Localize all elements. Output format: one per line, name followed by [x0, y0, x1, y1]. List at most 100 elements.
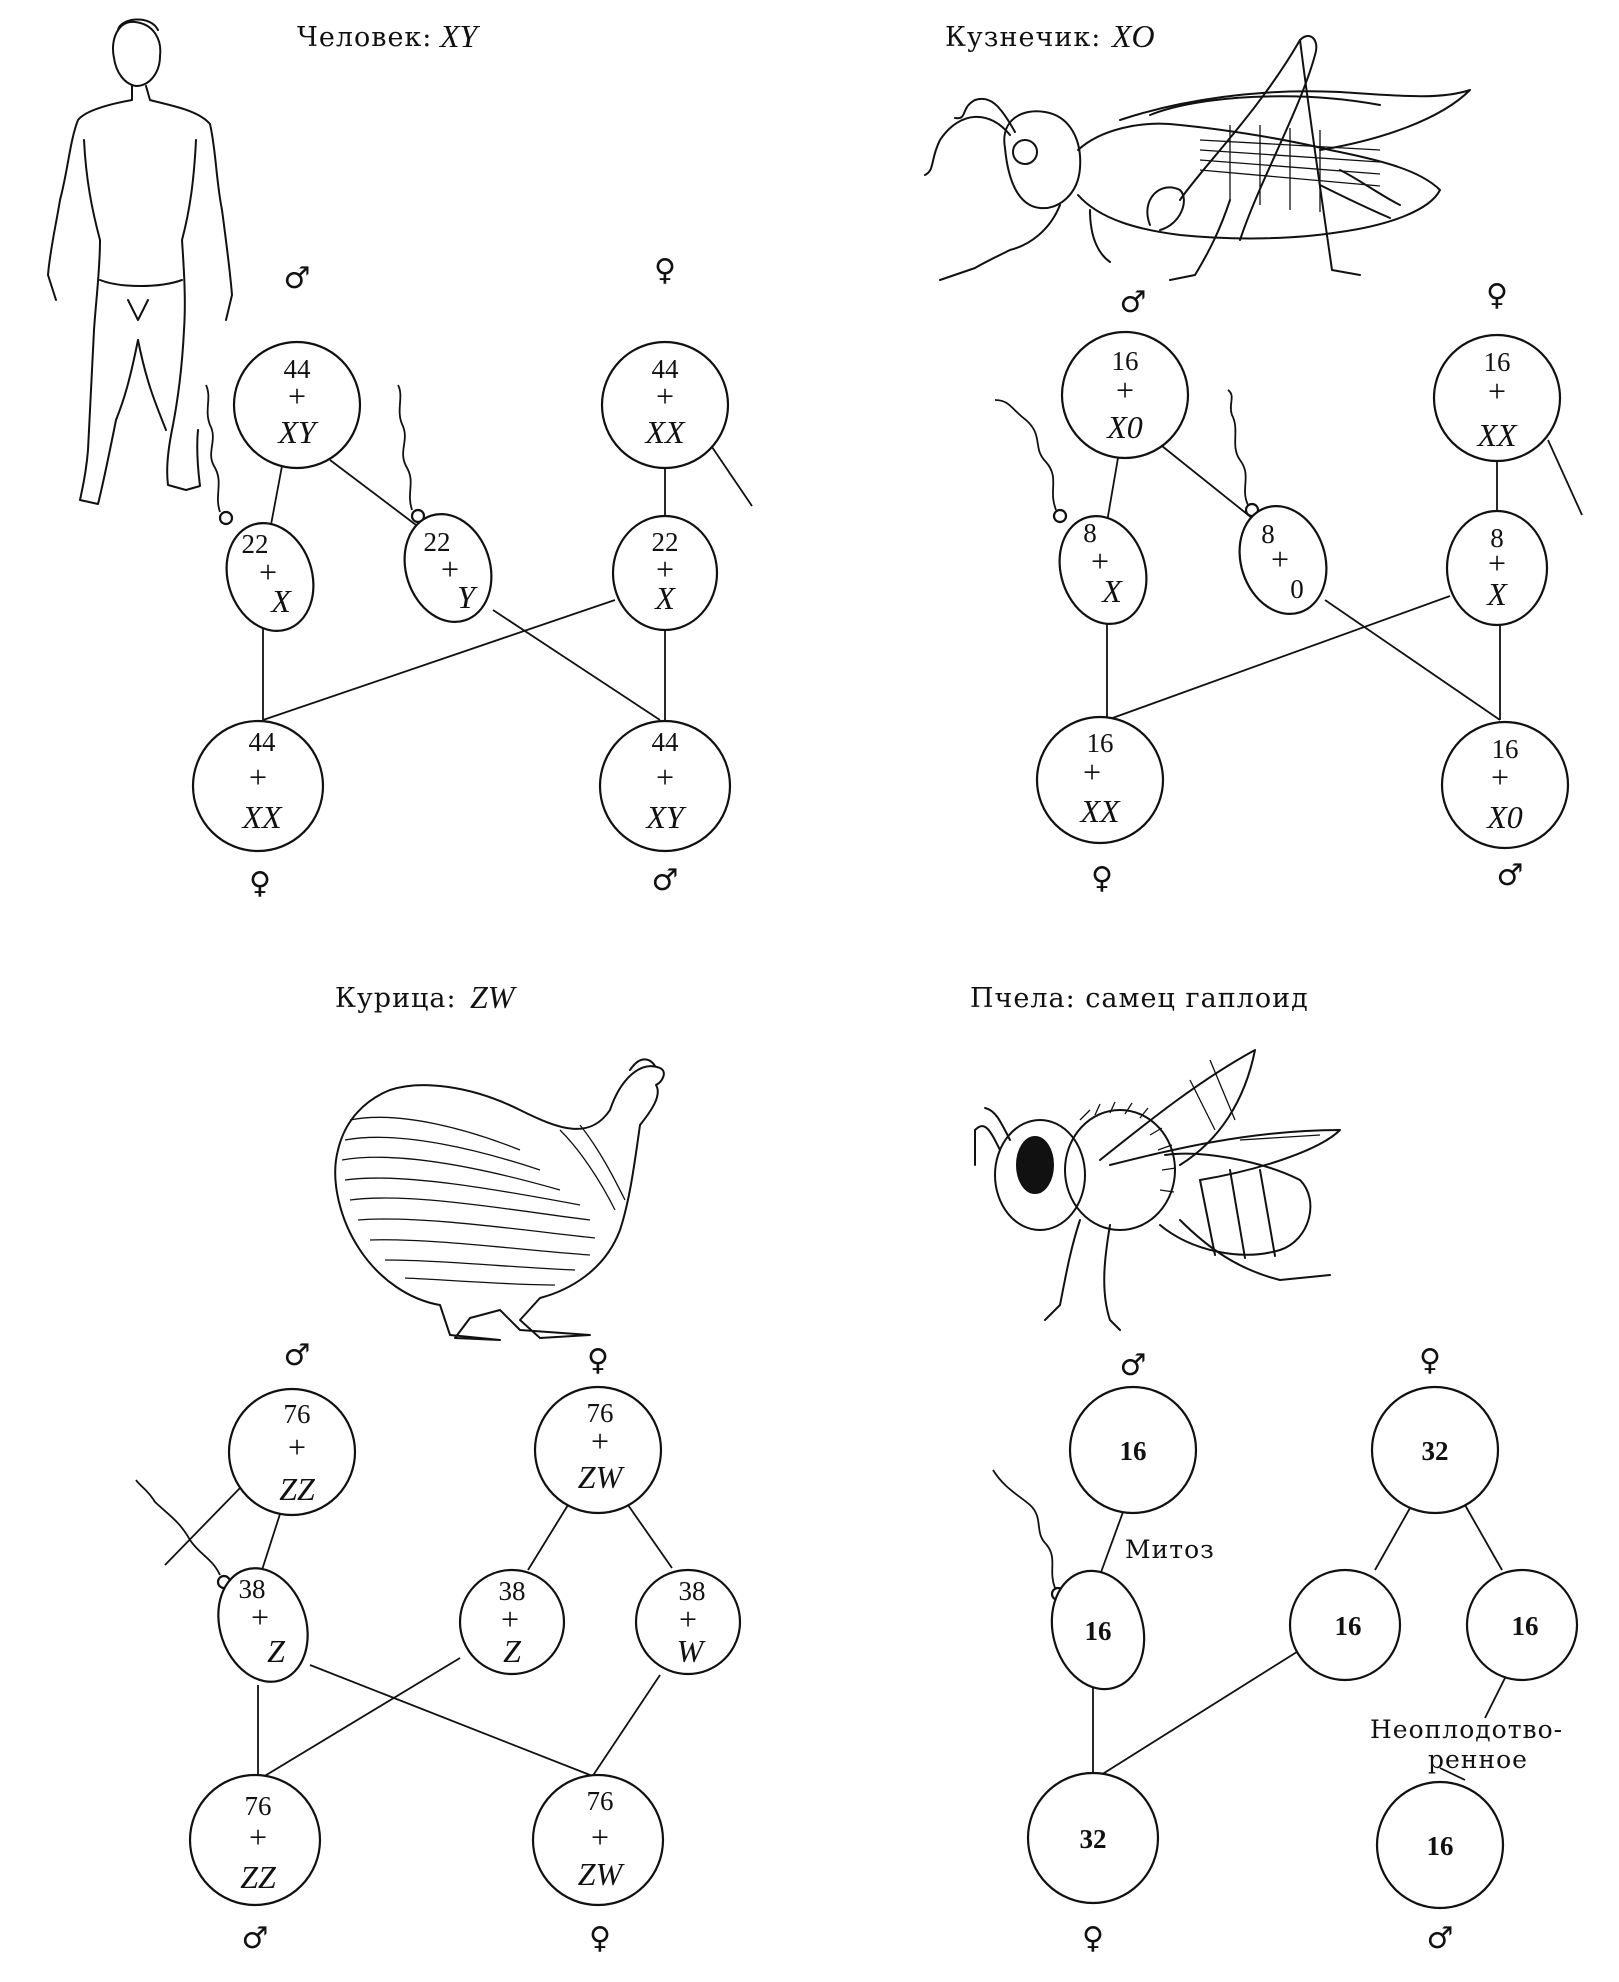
- human-female-parent-plus: +: [656, 378, 674, 414]
- grasshopper-gamete-num: 8: [1490, 523, 1504, 553]
- grasshopper-female-parent-plus: +: [1488, 373, 1506, 409]
- human-offspring-num: 44: [249, 727, 277, 757]
- bee-sperm-tail: [992, 1469, 1056, 1589]
- bee-offspring-num: 16: [1427, 1831, 1454, 1861]
- chicken-title: Курица:: [335, 983, 457, 1014]
- human-gamete-chr: Y: [457, 579, 478, 615]
- human-sperm-tail: [205, 384, 221, 513]
- grasshopper-offspring-plus: +: [1083, 754, 1101, 790]
- chicken-offspring-num: 76: [587, 1786, 614, 1816]
- human-male-parent-num: 44: [284, 354, 312, 384]
- bee-male-parent-num: 16: [1120, 1436, 1147, 1466]
- chicken-offspring-female-cell: [531, 1773, 665, 1907]
- bee-line: [1484, 1677, 1506, 1719]
- grasshopper-wing-hatching: [1199, 125, 1381, 212]
- grasshopper-female-parent-num: 16: [1484, 347, 1511, 377]
- chicken-title-symbol: ZW: [470, 979, 518, 1015]
- chicken-line: [164, 1487, 241, 1566]
- human-sperm-head: [218, 510, 234, 526]
- grasshopper-illustration: [924, 35, 1471, 281]
- grasshopper-gamete-plus: +: [1488, 545, 1506, 581]
- bee-offspring-num: 32: [1080, 1824, 1107, 1854]
- grasshopper-gamete-sperm-0: [1238, 505, 1328, 615]
- bee-egg-cell-unfertilized: [1465, 1568, 1579, 1682]
- chicken-female-parent-cell: [533, 1385, 663, 1515]
- chicken-offspring-chr: ZW: [578, 1856, 626, 1892]
- grasshopper-gamete-chr: X: [1485, 576, 1508, 612]
- chicken-offspring-plus: +: [591, 1819, 609, 1855]
- chicken-line: [527, 1504, 569, 1571]
- chicken-line: [589, 1674, 661, 1781]
- human-line: [262, 599, 616, 721]
- grasshopper-offspring-male-sign: ♂: [1497, 858, 1524, 893]
- bee-line: [1099, 1511, 1124, 1576]
- human-offspring-chr: XX: [240, 799, 283, 835]
- grasshopper-female-parent-chr: XX: [1475, 417, 1518, 453]
- human-gamete-sperm-y: [403, 513, 493, 623]
- bee-illustration: [974, 1049, 1341, 1331]
- human-title-symbol: XY: [438, 18, 481, 54]
- grasshopper-gamete-chr: 0: [1290, 574, 1304, 604]
- bee-offspring-male-sign: ♂: [1427, 1921, 1454, 1956]
- human-gamete-plus: +: [441, 551, 459, 587]
- human-offspring-female-sign: ♀: [249, 866, 271, 901]
- bee-female-parent-num: 32: [1422, 1436, 1449, 1466]
- chicken-offspring-num: 76: [245, 1791, 272, 1821]
- panel-bee: Пчела: самец гаплоид ♂ ♀ 16 32 Мито: [970, 983, 1579, 1956]
- chicken-gamete-sperm-z: [217, 1567, 309, 1683]
- human-gamete-num: 22: [424, 527, 451, 557]
- chicken-male-parent-chr: ZZ: [279, 1471, 316, 1507]
- grasshopper-gamete-num: 8: [1083, 518, 1097, 548]
- bee-title: Пчела: самец гаплоид: [970, 983, 1309, 1014]
- bee-line: [1464, 1504, 1503, 1571]
- human-male-parent-plus: +: [288, 378, 306, 414]
- chicken-gamete-num: 38: [239, 1574, 266, 1604]
- human-male-sign: ♂: [284, 261, 311, 296]
- grasshopper-gamete-chr: X: [1100, 573, 1123, 609]
- chicken-gamete-plus: +: [501, 1601, 519, 1637]
- human-line: [269, 465, 283, 531]
- panel-grasshopper: Кузнечик: XO ♂ ♀ 16 + X0: [924, 18, 1583, 896]
- bee-line: [1439, 1767, 1466, 1781]
- grasshopper-offspring-num: 16: [1087, 728, 1114, 758]
- chicken-line: [309, 1664, 591, 1776]
- chicken-line: [627, 1504, 673, 1569]
- bee-egg-cell-fertilized: [1288, 1568, 1402, 1682]
- chicken-male-parent-num: 76: [284, 1399, 311, 1429]
- human-gamete-num: 22: [652, 527, 679, 557]
- human-illustration: [47, 18, 233, 505]
- human-title: Человек:: [297, 22, 432, 53]
- human-sperm-tail: [397, 384, 413, 511]
- chicken-female-sign: ♀: [587, 1343, 609, 1378]
- grasshopper-offspring-num: 16: [1492, 734, 1519, 764]
- grasshopper-offspring-chr: XX: [1078, 793, 1121, 829]
- grasshopper-line: [1324, 599, 1501, 721]
- human-male-parent-cell: [232, 340, 362, 470]
- chicken-gamete-egg-z: [458, 1568, 566, 1676]
- grasshopper-title: Кузнечик:: [945, 22, 1101, 53]
- chicken-gamete-num: 38: [499, 1576, 526, 1606]
- human-gamete-sperm-x: [225, 522, 315, 632]
- chicken-line: [257, 1657, 461, 1781]
- bee-sperm-num: 16: [1085, 1616, 1112, 1646]
- grasshopper-offspring-female-sign: ♀: [1091, 861, 1113, 896]
- grasshopper-female-sign: ♀: [1486, 278, 1508, 313]
- grasshopper-gamete-num: 8: [1261, 519, 1275, 549]
- chicken-male-parent-plus: +: [288, 1429, 306, 1465]
- chicken-gamete-chr: Z: [267, 1633, 286, 1669]
- bee-offspring-female-cell: [1026, 1771, 1160, 1905]
- chicken-sperm-tail: [135, 1479, 221, 1576]
- bee-offspring-male-cell: [1375, 1780, 1505, 1910]
- panel-human: Человек: XY 44 + XY 44 + XX ♂ ♀: [47, 18, 753, 901]
- chicken-gamete-plus: +: [679, 1601, 697, 1637]
- bee-line: [1374, 1507, 1411, 1571]
- chicken-gamete-chr: W: [677, 1633, 707, 1669]
- grasshopper-male-parent-chr: X0: [1105, 409, 1143, 445]
- human-female-parent-chr: XX: [643, 414, 686, 450]
- chicken-offspring-plus: +: [249, 1819, 267, 1855]
- bee-egg-num: 16: [1512, 1611, 1539, 1641]
- chicken-gamete-plus: +: [251, 1599, 269, 1635]
- chicken-offspring-male-cell: [188, 1773, 322, 1907]
- human-offspring-female-cell: [191, 719, 325, 853]
